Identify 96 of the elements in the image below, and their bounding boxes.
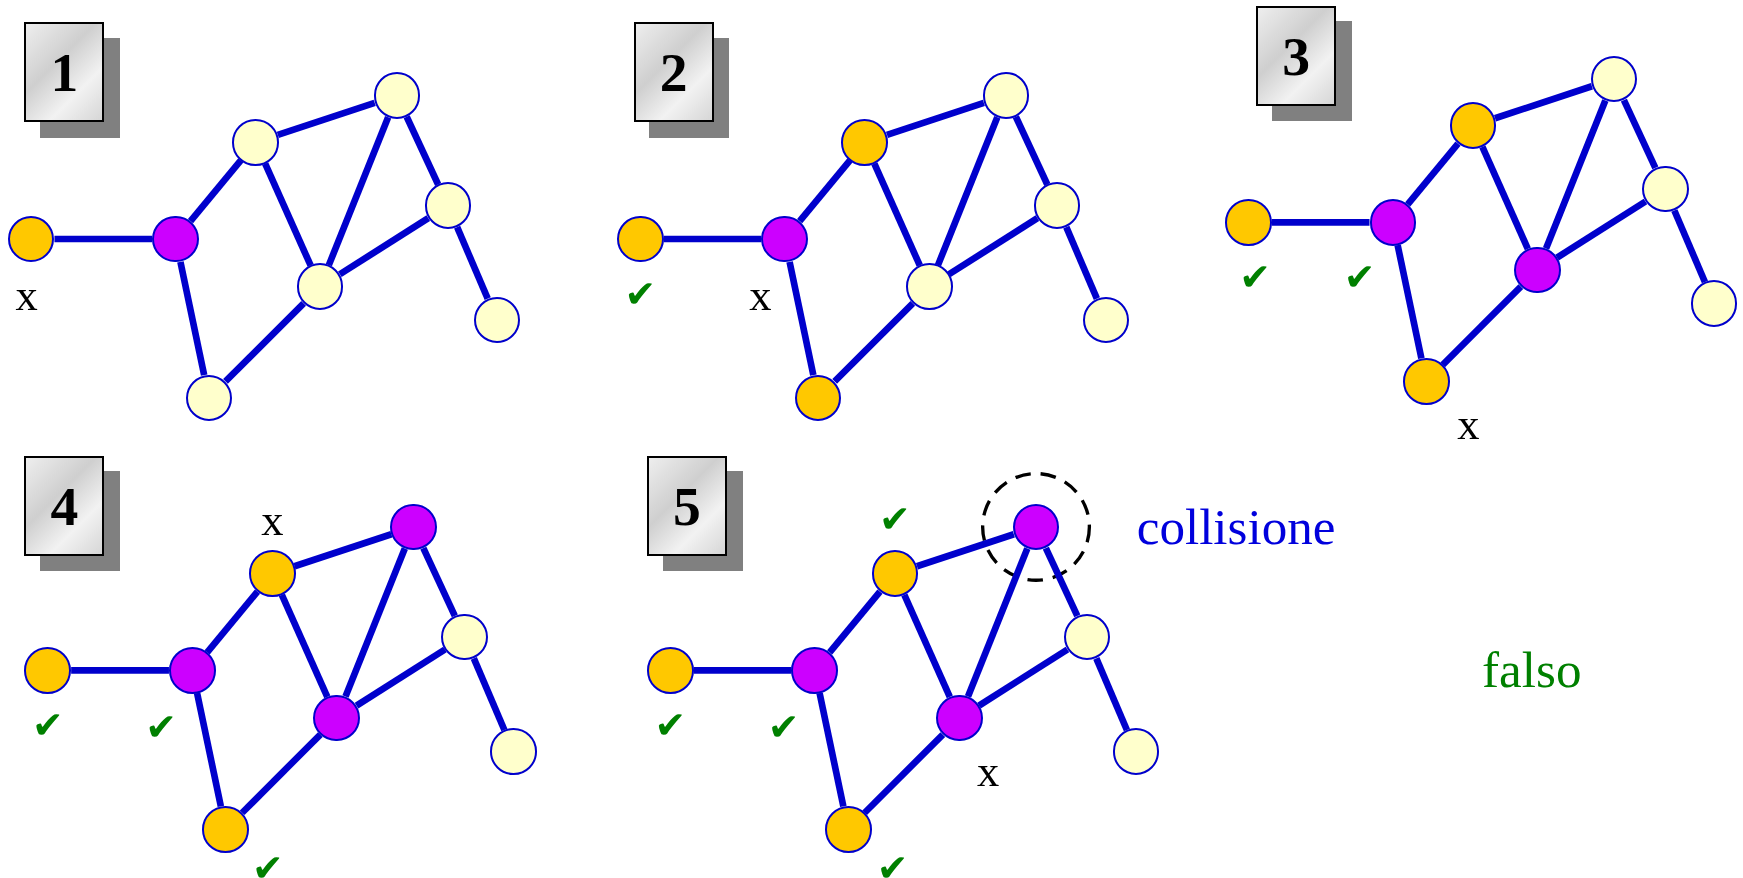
connector-line (420, 546, 458, 618)
connector-line (354, 646, 447, 709)
result-text: falso (1482, 644, 1582, 696)
connector-line (1440, 284, 1524, 368)
check-mark: ✔ (1343, 259, 1376, 297)
graph-node (168, 646, 216, 694)
connector-line (786, 261, 817, 376)
graph-node (871, 550, 919, 597)
connector-line (325, 116, 392, 267)
connector-line (342, 547, 408, 698)
connector-line (276, 99, 376, 139)
graph-node (935, 694, 983, 742)
connector-line (663, 235, 762, 243)
connector-line (915, 531, 1015, 570)
connector-line (193, 692, 225, 808)
graph-node (905, 263, 953, 311)
graph-node (202, 805, 249, 853)
connector-line (187, 158, 244, 224)
check-mark: ✔ (145, 709, 177, 747)
graph-node (296, 263, 344, 311)
graph-node (791, 646, 839, 694)
graph-node (373, 72, 421, 119)
x-mark: x (261, 498, 284, 543)
graph-node (490, 728, 537, 775)
graph-node (761, 215, 809, 263)
graph-node (1402, 357, 1450, 405)
connector-line (293, 531, 393, 570)
connector-line (885, 99, 985, 139)
connector-line (1063, 225, 1100, 300)
connector-line (947, 215, 1040, 278)
graph-node (1514, 246, 1561, 294)
check-mark: ✔ (1239, 259, 1271, 297)
connector-line (1271, 219, 1370, 226)
connector-line (1405, 141, 1461, 207)
connector-line (1555, 198, 1648, 261)
connector-line (204, 589, 261, 655)
graph-node (313, 694, 361, 742)
connector-line (934, 116, 1001, 267)
check-mark: ✔ (31, 707, 64, 745)
graph-node (249, 550, 296, 597)
connector-line (223, 300, 306, 384)
connector-line (278, 593, 331, 699)
graph-node (152, 215, 199, 263)
graph-node (1641, 165, 1689, 213)
connector-line (1042, 546, 1081, 618)
connector-line (797, 158, 853, 224)
graph-node (1369, 198, 1417, 246)
check-mark: ✔ (767, 709, 800, 747)
connector-line (827, 589, 883, 655)
connector-line (1494, 83, 1593, 122)
graph-node (841, 118, 889, 166)
connector-line (871, 162, 923, 267)
connector-line (832, 300, 916, 384)
check-mark: ✔ (624, 275, 657, 314)
check-mark: ✔ (252, 850, 284, 878)
graph-node (441, 613, 488, 661)
connector-line (262, 162, 314, 267)
graph-node (232, 118, 279, 166)
x-mark: x (1457, 401, 1480, 446)
graph-node (1063, 613, 1111, 661)
graph-node (424, 182, 472, 229)
connector-line (1093, 657, 1130, 732)
connector-line (1012, 115, 1051, 186)
connector-line (977, 646, 1070, 709)
x-mark: x (977, 749, 1000, 794)
check-mark: ✔ (654, 707, 687, 745)
connector-line (1394, 244, 1425, 360)
graph-node (982, 72, 1030, 119)
connector-line (71, 666, 169, 674)
connector-line (1479, 145, 1531, 251)
connector-line (470, 657, 508, 732)
connector-line (816, 692, 847, 808)
graph-node (1112, 728, 1160, 775)
connector-line (338, 215, 431, 278)
graph-node (1449, 102, 1497, 149)
connector-line (54, 235, 153, 243)
connector-line (177, 261, 208, 376)
check-mark: ✔ (876, 850, 909, 878)
graph-node (390, 503, 437, 551)
connector-line (1620, 98, 1659, 170)
connector-line (239, 732, 323, 816)
connector-line (403, 115, 442, 186)
connector-line (964, 547, 1031, 698)
connector-line (1671, 209, 1708, 284)
annotation-text: collisione (1136, 501, 1336, 553)
connector-line (454, 225, 491, 300)
graph-node (824, 805, 872, 853)
connector-line (862, 732, 946, 816)
connector-line (693, 666, 792, 674)
check-mark: ✔ (879, 501, 911, 540)
x-mark: x (15, 272, 38, 317)
connector-line (1542, 99, 1609, 250)
x-mark: x (749, 272, 772, 317)
graph-node (1225, 198, 1272, 246)
graph-node (1033, 182, 1081, 229)
connector-line (901, 593, 953, 699)
